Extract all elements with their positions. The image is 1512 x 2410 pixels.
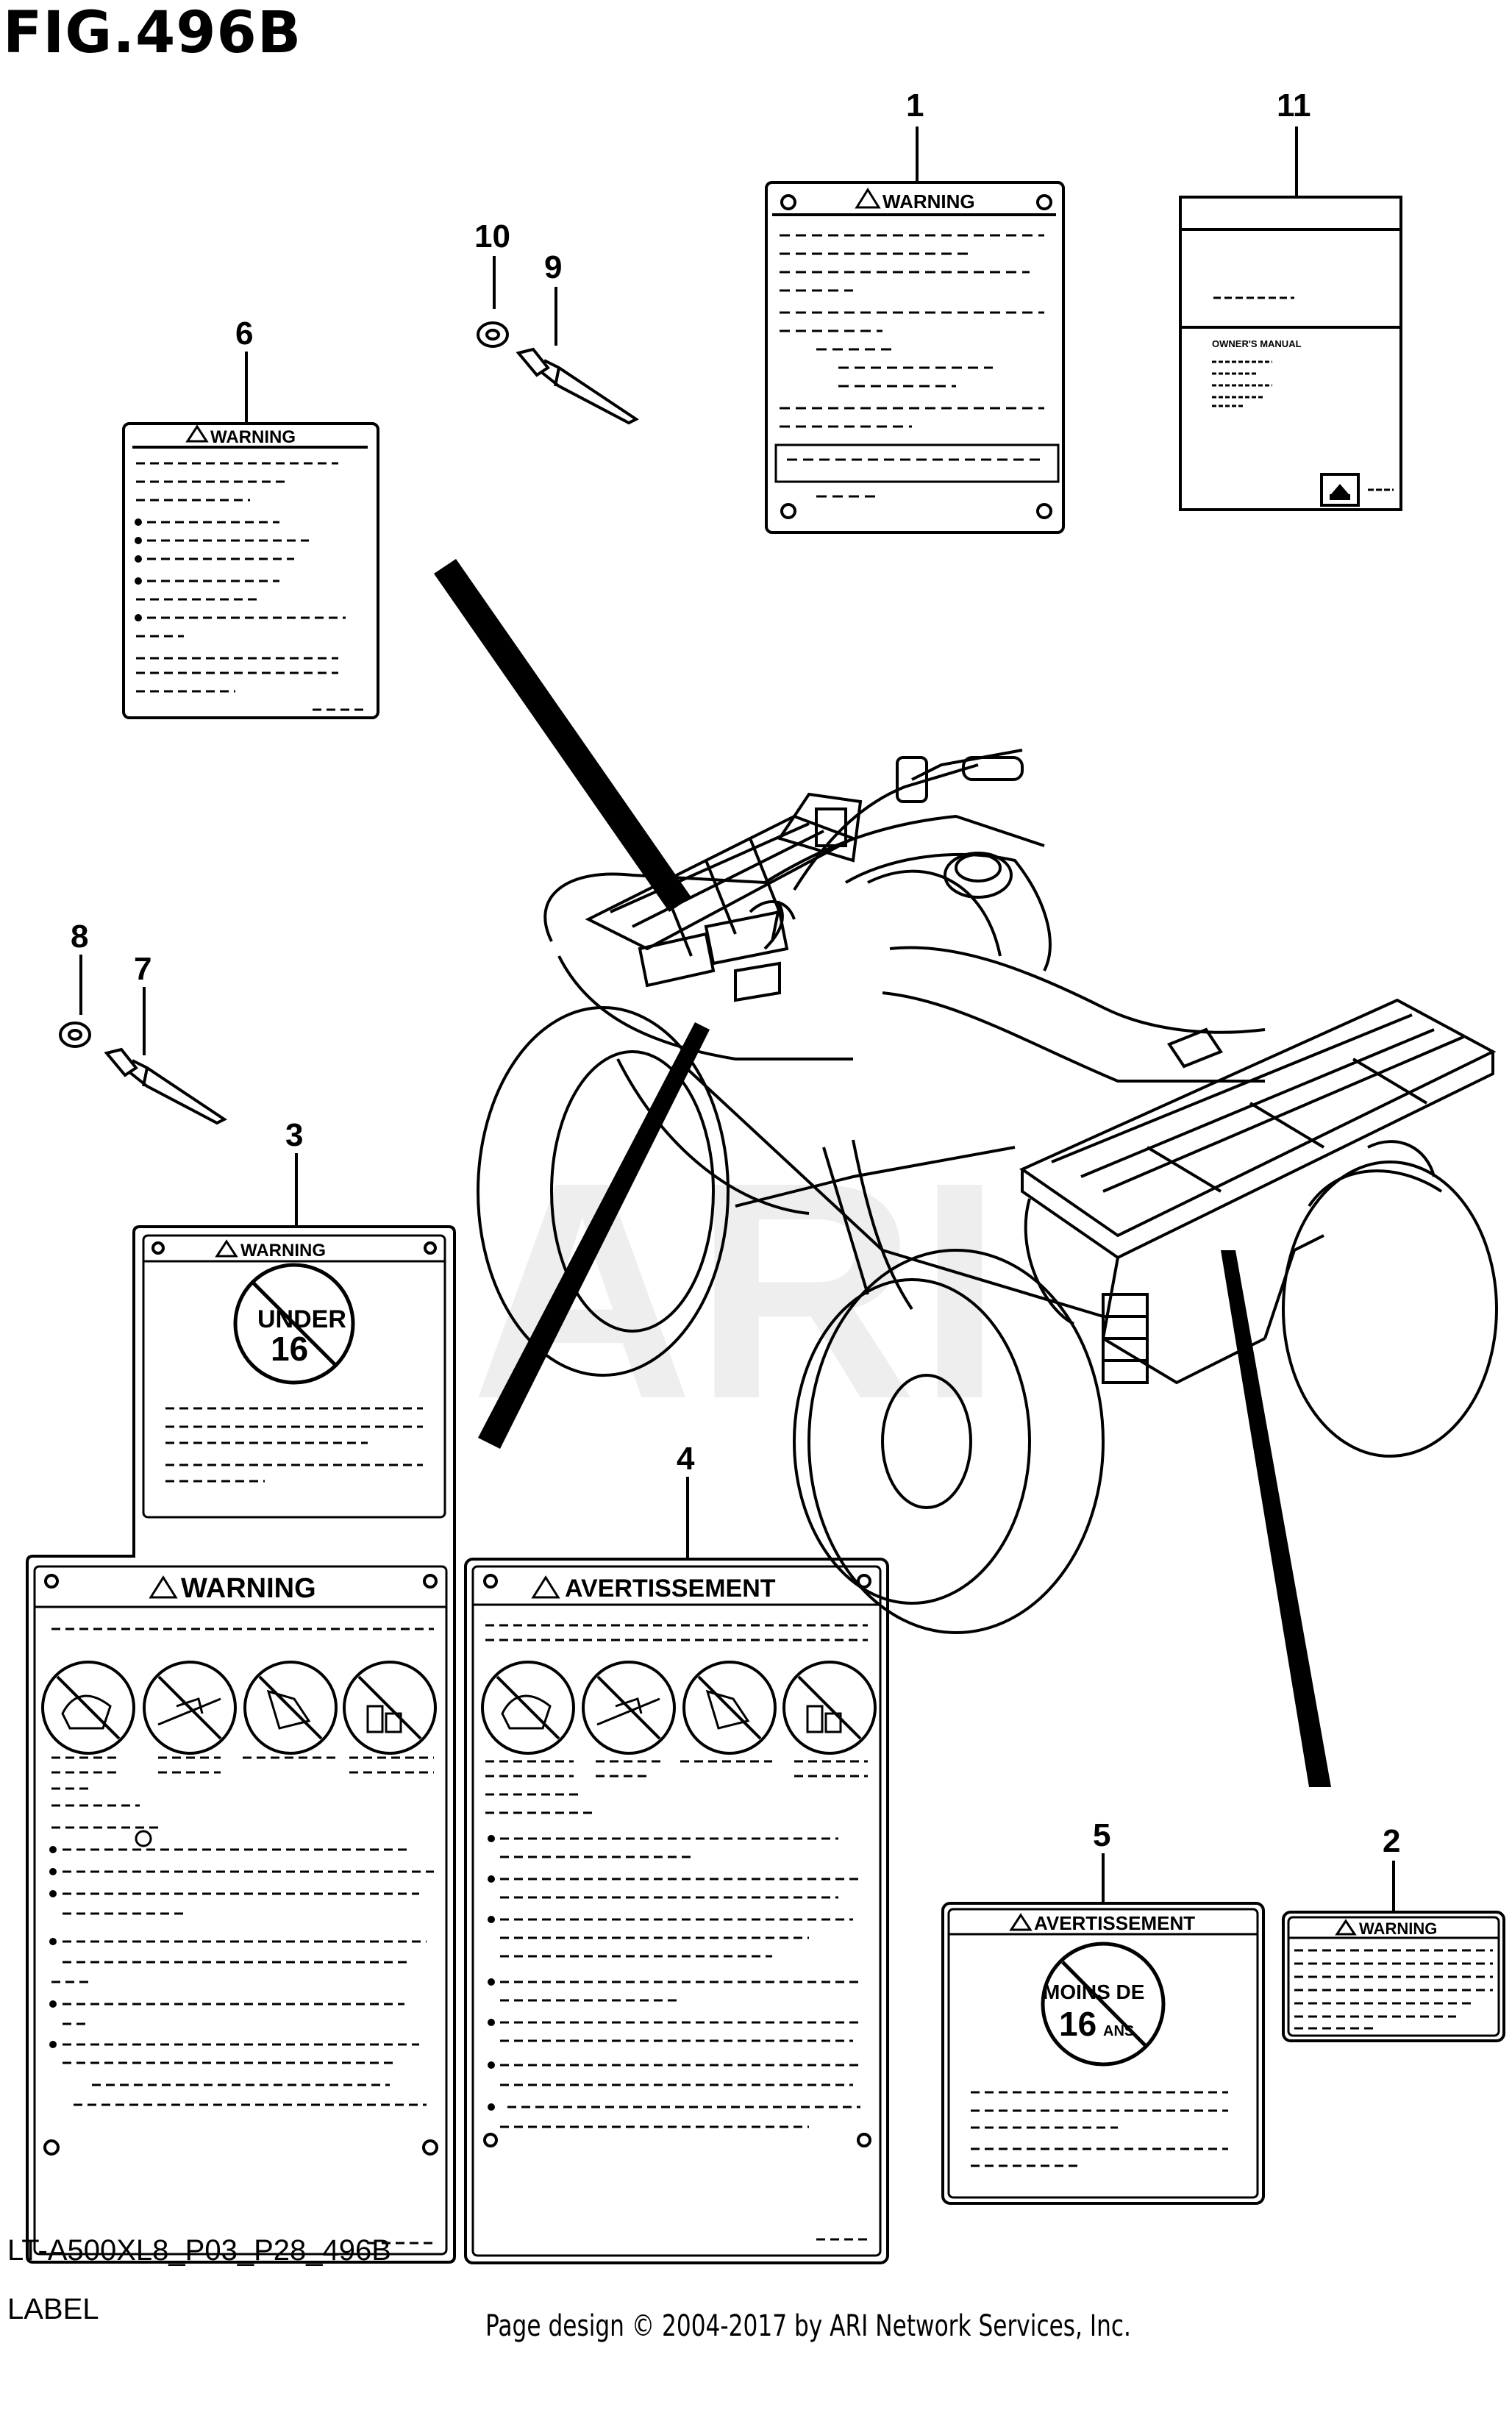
moins-de-text: MOINS DE (1043, 1981, 1144, 2003)
callout-6: 6 (235, 315, 253, 352)
callout-8: 8 (71, 919, 88, 955)
label-part-1: WARNING (765, 181, 1065, 534)
leader-wedge-6 (434, 559, 691, 912)
callout-3: 3 (285, 1117, 303, 1153)
age-text: 16 (271, 1330, 308, 1368)
callout-numbers: 1 2 3 4 5 6 7 8 9 10 11 (71, 88, 1400, 1859)
age-text: 16 (1059, 2005, 1096, 2043)
ans-text: ANS (1103, 2023, 1134, 2039)
callout-4: 4 (677, 1441, 695, 1477)
leader-wedge-3 (478, 1022, 710, 1449)
atv-illustration (477, 749, 1498, 1634)
owners-manual-text: OWNER'S MANUAL (1212, 338, 1302, 349)
owners-manual-part-11: OWNER'S MANUAL (1179, 196, 1402, 511)
callout-9: 9 (544, 249, 562, 285)
diagram-subtitle: LABEL (7, 2293, 99, 2325)
avertissement-heading: AVERTISSEMENT (565, 1575, 776, 1602)
part-8-washer (59, 1022, 91, 1048)
label-part-5: AVERTISSEMENT MOINS DE 16 ANS (941, 1902, 1265, 2205)
label-part-3: WARNING UNDER 16 WARNING (26, 1225, 456, 2264)
callout-1: 1 (906, 88, 924, 124)
callout-7: 7 (134, 951, 151, 987)
under-text: UNDER (257, 1305, 346, 1333)
figure-title: FIG.496B (3, 0, 302, 66)
part-9-rivet (516, 347, 639, 425)
callout-5: 5 (1093, 1817, 1110, 1853)
part-7-rivet (104, 1047, 227, 1125)
leader-wedges (434, 559, 1331, 1787)
warning-heading: WARNING (181, 1573, 316, 1604)
warning-heading: WARNING (1359, 1919, 1437, 1938)
label-part-2: WARNING (1282, 1911, 1505, 2042)
callout-10: 10 (474, 218, 510, 254)
callout-2: 2 (1383, 1823, 1400, 1859)
callout-leaders (79, 126, 1395, 1912)
warning-heading: WARNING (210, 427, 296, 447)
diagram-code: LT-A500XL8_P03_P28_496B (7, 2234, 391, 2267)
leader-wedge-2 (1221, 1250, 1331, 1787)
watermark: ARI (471, 1119, 1002, 1464)
callout-11: 11 (1277, 88, 1311, 124)
avertissement-heading: AVERTISSEMENT (1034, 1912, 1195, 1934)
label-part-6: WARNING (122, 422, 379, 719)
warning-heading: WARNING (882, 190, 975, 213)
part-10-washer (477, 321, 509, 348)
label-part-4: AVERTISSEMENT (464, 1558, 889, 2264)
copyright-notice: Page design © 2004-2017 by ARI Network S… (485, 2309, 1131, 2343)
warning-heading: WARNING (240, 1241, 326, 1261)
